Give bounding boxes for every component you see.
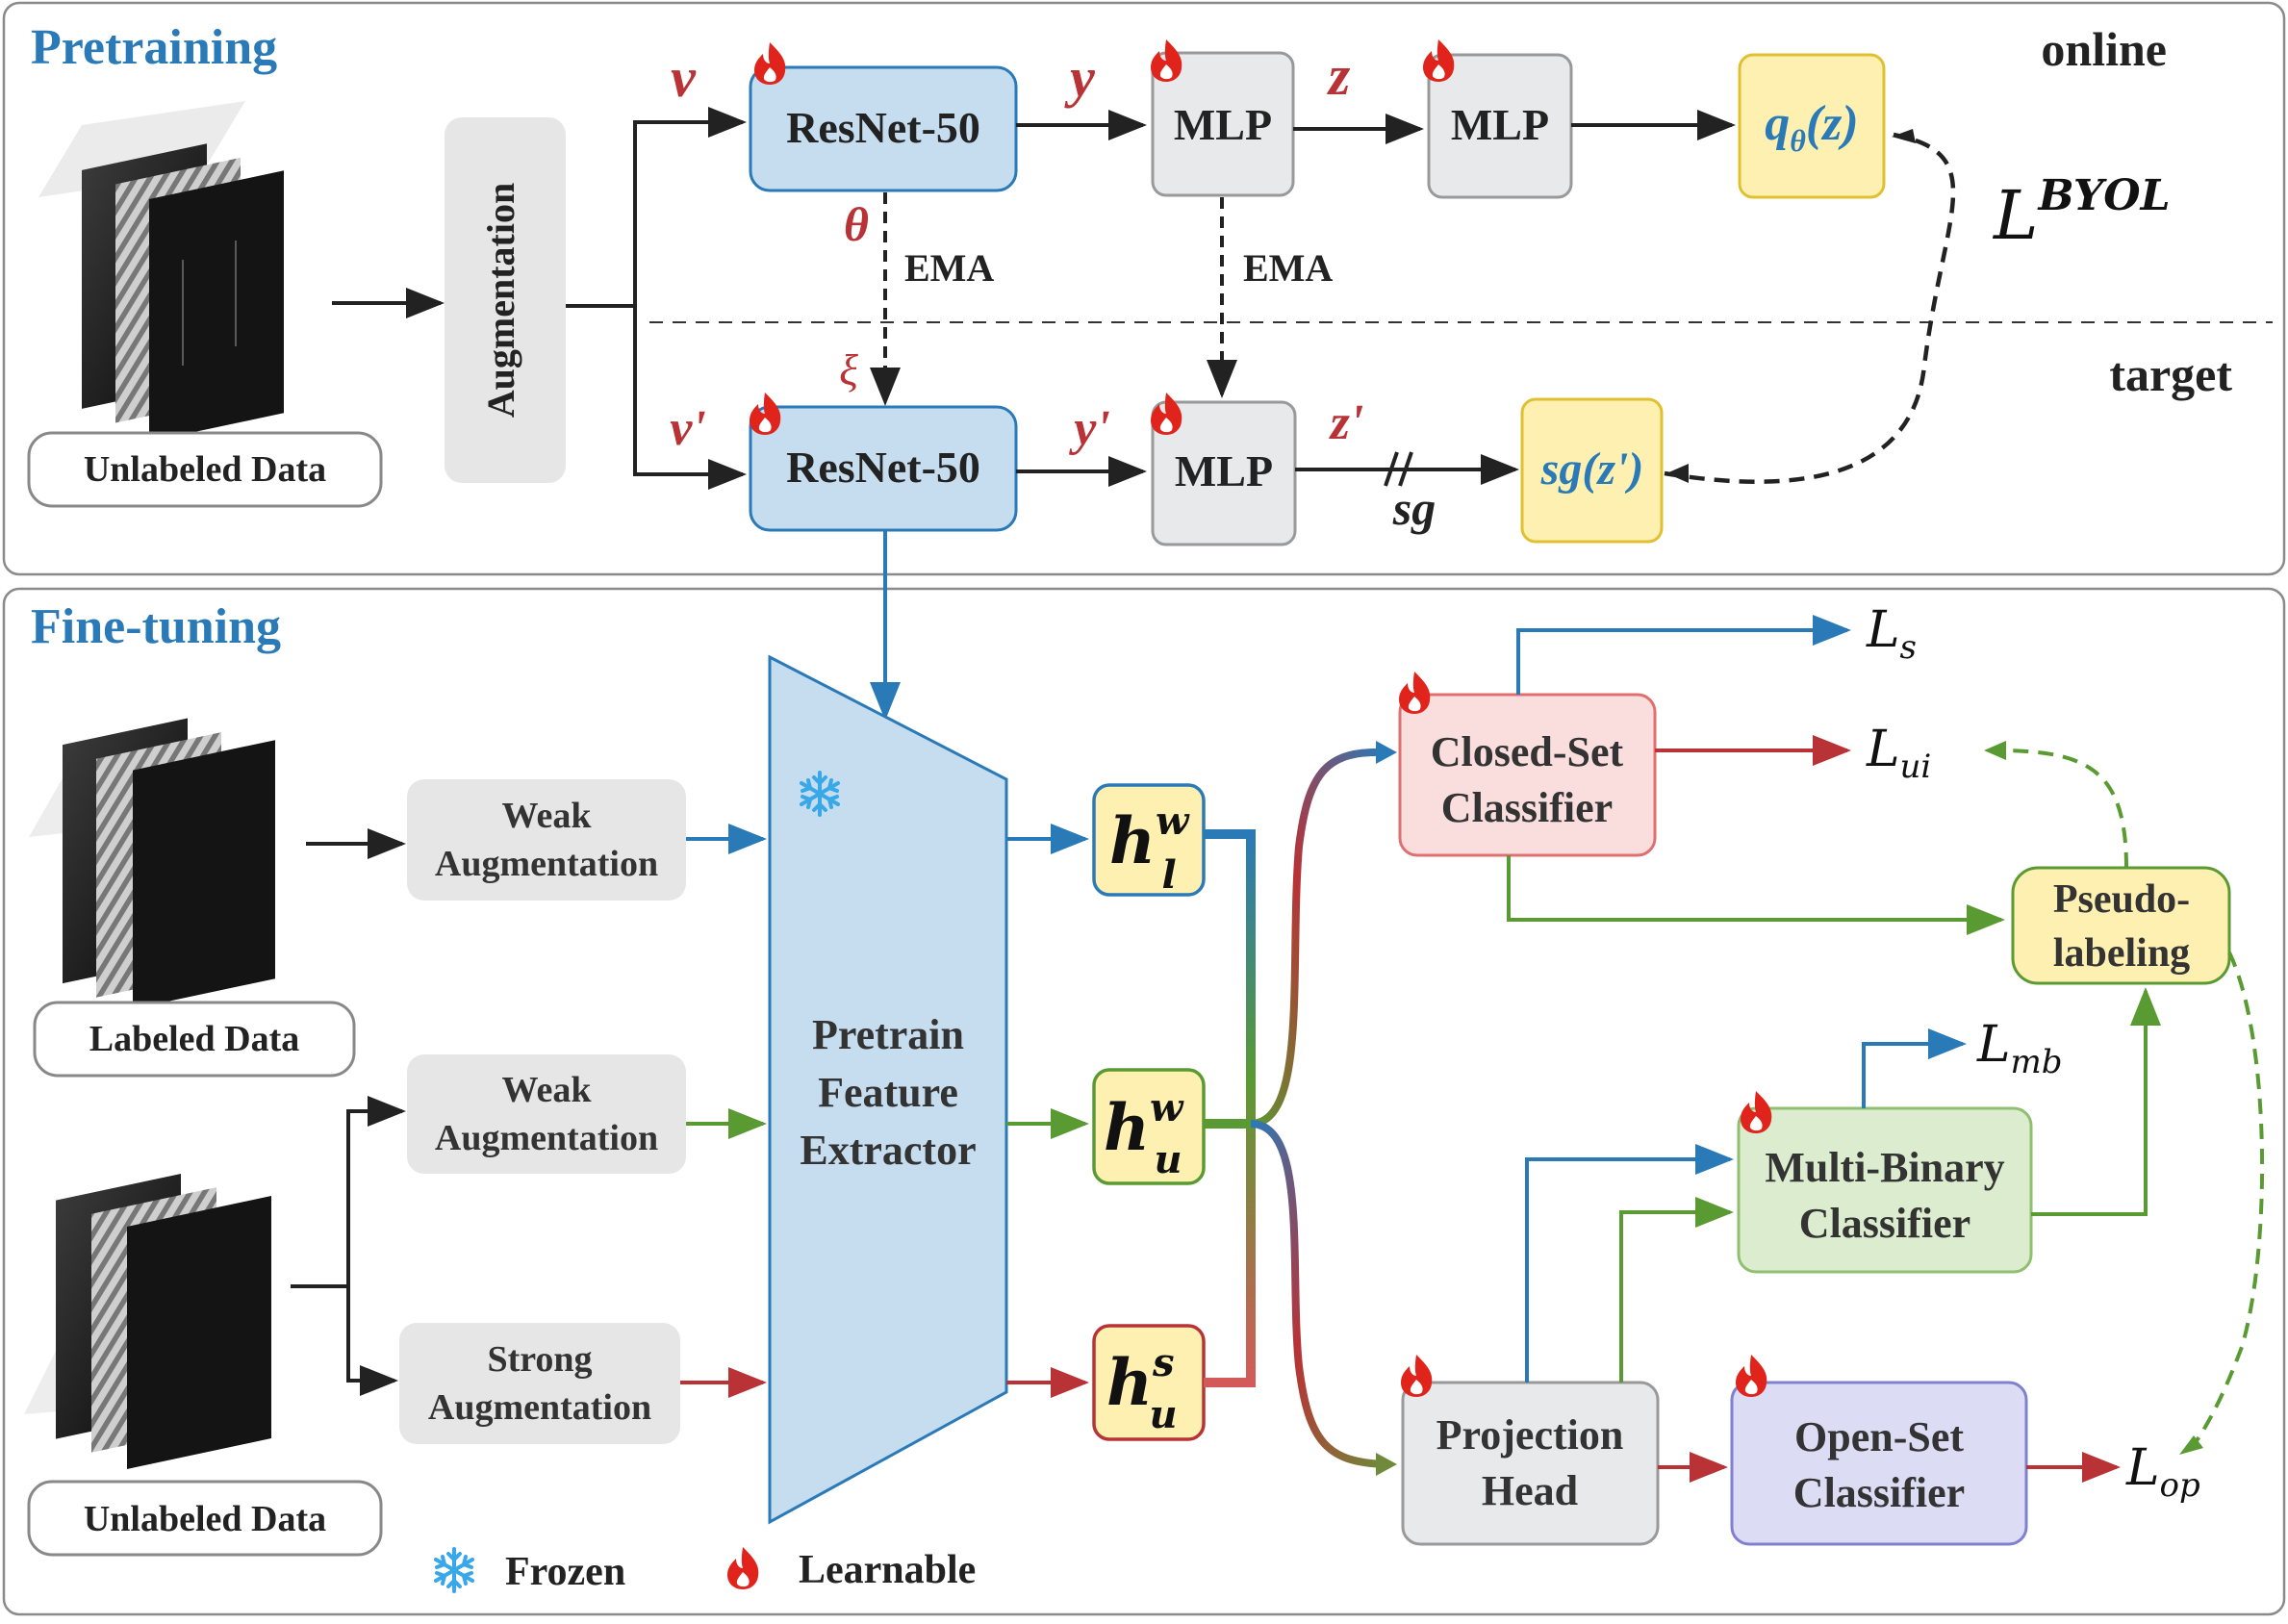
var-y-prime: y'	[1068, 401, 1110, 456]
prediction-box	[1738, 53, 1886, 199]
weak-aug-unlabeled-box	[407, 1054, 686, 1174]
unlabeled-data-label-box	[27, 1480, 383, 1557]
target-output-box	[1520, 397, 1664, 544]
stop-gradient-label: sg	[1392, 481, 1436, 535]
learnable-flame-icon	[1741, 1091, 1772, 1133]
online-projector-label: MLP	[1174, 100, 1272, 149]
strong-aug-box	[399, 1323, 680, 1444]
learnable-flame-icon	[1399, 672, 1431, 714]
pseudo-labeling-box	[2011, 866, 2231, 985]
var-y: y	[1064, 46, 1095, 109]
unlabeled-data-stack	[24, 1174, 271, 1469]
open-set-classifier-box	[1730, 1381, 2028, 1546]
target-encoder-label: ResNet-50	[786, 443, 980, 492]
finetuning-title: Fine-tuning	[31, 599, 281, 654]
var-v: v	[671, 46, 697, 109]
ema-label-projector: EMA	[1243, 246, 1333, 290]
projection-head-box	[1401, 1381, 1660, 1546]
weak-aug-labeled-box	[407, 779, 686, 901]
learnable-flame-icon	[750, 393, 781, 435]
target-projector-box	[1151, 400, 1297, 546]
target-projector-label: MLP	[1175, 446, 1273, 495]
loss-mb: Lmb	[1976, 1016, 2063, 1081]
pretrain-feature-extractor	[768, 654, 1008, 1525]
target-label: target	[2109, 347, 2232, 401]
pretraining-title: Pretraining	[31, 20, 277, 75]
unlabeled-data-label: Unlabeled Data	[84, 1499, 326, 1539]
online-projector-box	[1151, 51, 1295, 197]
ema-label-encoder: EMA	[904, 246, 994, 290]
loss-op: Lop	[2125, 1439, 2200, 1505]
stop-gradient-mark	[1384, 451, 1413, 487]
labeled-data-label: Labeled Data	[89, 1019, 300, 1059]
learnable-flame-icon	[1401, 1355, 1433, 1397]
prediction-label: qθ(z)	[1765, 96, 1858, 158]
var-z: z	[1327, 44, 1351, 107]
augmentation-box	[445, 117, 566, 483]
legend-frozen-icon	[434, 1547, 474, 1593]
labeled-data-label-box	[33, 1001, 356, 1078]
learnable-flame-icon	[1151, 39, 1182, 82]
learnable-flame-icon	[1151, 393, 1182, 435]
target-output-label: sg(z')	[1540, 444, 1644, 495]
online-encoder-box	[749, 65, 1018, 192]
pretrain-data-stack	[38, 101, 284, 443]
online-encoder-label: ResNet-50	[786, 103, 980, 152]
var-v-prime: v'	[670, 401, 706, 456]
learnable-flame-icon	[1423, 39, 1455, 82]
legend-learnable-label: Learnable	[799, 1548, 976, 1592]
augmentation-label: Augmentation	[479, 183, 522, 418]
legend-frozen-label: Frozen	[505, 1550, 625, 1594]
pretrain-data-label: Unlabeled Data	[84, 449, 326, 490]
loss-ui: Lui	[1866, 721, 1931, 786]
legend-learnable-icon	[727, 1547, 759, 1589]
var-theta: θ	[844, 197, 869, 251]
online-label: online	[2041, 22, 2167, 76]
var-z-prime: z'	[1329, 395, 1364, 450]
pseudo-labeling-label: Pseudo-labeling	[2053, 877, 2190, 976]
loss-s: Ls	[1866, 601, 1917, 667]
multi-binary-classifier-box	[1737, 1106, 2033, 1274]
pretrain-data-label-box	[27, 431, 383, 508]
var-xi: ξ	[839, 345, 858, 394]
finetuning-panel	[2, 587, 2286, 1616]
closed-set-classifier-box	[1398, 693, 1657, 857]
online-predictor-label: MLP	[1451, 100, 1549, 149]
feature-hlw-box	[1092, 783, 1206, 897]
learnable-flame-icon	[1736, 1355, 1767, 1397]
pretraining-panel	[2, 1, 2286, 576]
learnable-flame-icon	[754, 42, 786, 85]
byol-loss: LBYOL	[1992, 171, 2171, 255]
labeled-data-stack	[29, 718, 275, 1009]
